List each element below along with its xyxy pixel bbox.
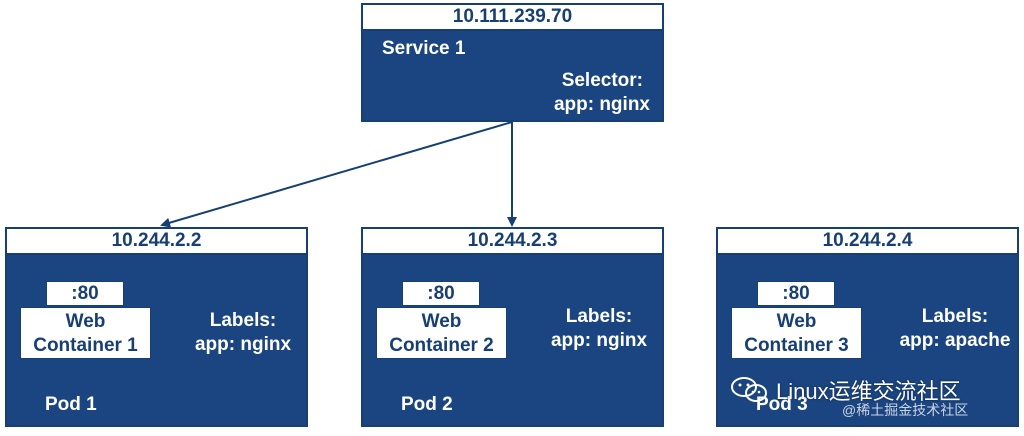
container-line-1: Web	[65, 311, 106, 332]
labels-block: Labels: app: apache	[890, 305, 1020, 353]
service-box: 10.111.239.70 Service 1 Selector: app: n…	[361, 3, 664, 122]
web-container-box: Web Container 1	[20, 307, 151, 359]
labels-title: Labels:	[921, 306, 989, 327]
pod-name: Pod 2	[401, 394, 453, 415]
web-container-box: Web Container 3	[731, 307, 862, 359]
service-name: Service 1	[382, 38, 466, 59]
pod-box-3: 10.244.2.4 :80 Web Container 3 Labels: a…	[716, 227, 1019, 427]
pod-ip: 10.244.2.3	[363, 229, 662, 255]
watermark-subtitle: @稀土掘金技术社区	[842, 402, 969, 418]
labels-block: Labels: app: nginx	[539, 305, 659, 353]
pod-box-1: 10.244.2.2 :80 Web Container 1 Labels: a…	[5, 227, 308, 427]
labels-block: Labels: app: nginx	[183, 309, 303, 357]
pod-ip: 10.244.2.2	[7, 229, 306, 255]
labels-title: Labels:	[565, 306, 633, 327]
wechat-icon	[731, 377, 767, 402]
container-line-1: Web	[776, 311, 817, 332]
pod-box-2: 10.244.2.3 :80 Web Container 2 Labels: a…	[361, 227, 664, 427]
labels-value: app: nginx	[550, 330, 648, 351]
watermark-title: Linux运维交流社区	[776, 379, 961, 404]
web-container-box: Web Container 2	[376, 307, 507, 359]
service-ip: 10.111.239.70	[363, 5, 662, 31]
pod-name: Pod 3	[756, 394, 808, 415]
labels-value: app: nginx	[194, 334, 292, 355]
container-line-1: Web	[421, 311, 462, 332]
pod-name: Pod 1	[45, 394, 97, 415]
labels-value: app: apache	[899, 330, 1011, 351]
service-selector-label: Selector:	[561, 70, 643, 91]
labels-title: Labels:	[209, 310, 277, 331]
container-line-2: Container 1	[33, 335, 138, 356]
port-box: :80	[46, 281, 124, 306]
container-line-2: Container 2	[389, 335, 494, 356]
service-selector-value: app: nginx	[553, 94, 650, 115]
pod-ip: 10.244.2.4	[718, 229, 1017, 255]
arrow-to-pod-1	[160, 121, 513, 228]
port-box: :80	[402, 281, 480, 306]
container-line-2: Container 3	[744, 335, 849, 356]
port-box: :80	[757, 281, 835, 306]
